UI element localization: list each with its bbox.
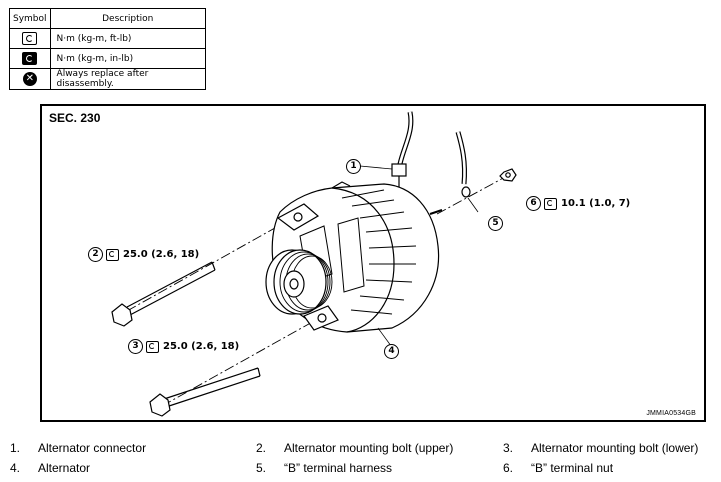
alternator-illustration [111,111,517,417]
always-replace-icon: ✕ [22,72,37,86]
legend-description: N·m (kg-m, in-lb) [49,48,207,69]
section-label: SEC. 230 [49,111,101,125]
legend-description: N·m (kg-m, ft-lb) [49,28,207,49]
torque-ft-lb-icon [544,197,557,210]
callout-4: 4 [384,344,402,359]
torque-value: 25.0 (2.6, 18) [163,341,240,352]
callout-number: 4 [384,344,399,359]
callout-number: 1 [346,159,361,174]
callout-6: 6 10.1 (1.0, 7) [526,196,630,211]
torque-ft-lb-icon [146,340,159,353]
torque-value: 25.0 (2.6, 18) [123,249,200,260]
callout-3: 3 25.0 (2.6, 18) [128,339,239,354]
torque-ft-lb-icon [106,248,119,261]
symbol-legend-table: Symbol Description N·m (kg-m, ft-lb) N·m… [9,8,207,90]
callout-number: 5 [488,216,503,231]
torque-value: 10.1 (1.0, 7) [561,198,631,209]
legend-row: ✕ Always replace after disassembly. [9,68,207,90]
image-code: JMMIA0534GB [646,410,696,417]
legend-header-symbol: Symbol [9,8,51,29]
legend-description: Always replace after disassembly. [49,68,207,90]
callout-5: 5 [488,216,506,231]
legend-header-description: Description [49,8,207,29]
legend-row: N·m (kg-m, in-lb) [9,48,207,69]
diagram-frame: SEC. 230 [40,104,706,422]
callout-number: 3 [128,339,143,354]
callout-number: 2 [88,247,103,262]
callout-1: 1 [346,159,364,174]
callout-2: 2 25.0 (2.6, 18) [88,247,199,262]
torque-ft-lb-icon [22,32,38,45]
torque-in-lb-icon [22,52,38,65]
callout-number: 6 [526,196,541,211]
legend-row: N·m (kg-m, ft-lb) [9,28,207,49]
